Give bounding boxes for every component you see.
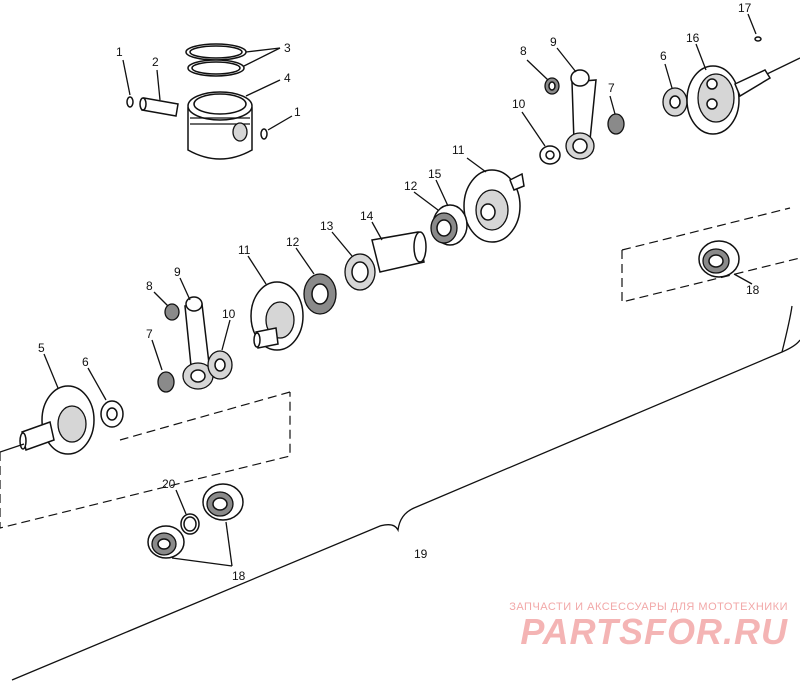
main-bearing-right [698, 240, 740, 278]
main-bearings-left [147, 483, 244, 559]
callout-1-pin-clip-left: 1 [116, 45, 123, 59]
piston-crown-top [193, 93, 247, 115]
dash-guide-right [621, 250, 800, 303]
callout-6-left: 6 [82, 355, 89, 369]
callout-7-right: 7 [608, 81, 615, 95]
callout-17: 17 [738, 1, 752, 15]
crank-end-left [0, 385, 124, 455]
callout-3-piston-rings: 3 [284, 41, 291, 55]
callout-18-right: 18 [746, 283, 760, 297]
rod-small-end-right [570, 69, 590, 87]
woodruff-key [754, 36, 762, 42]
piston-pin-boss [232, 122, 248, 142]
callout-13: 13 [320, 219, 334, 233]
connecting-rod-right [571, 79, 597, 143]
callout-19: 19 [414, 547, 428, 561]
callout-7-left: 7 [146, 327, 153, 341]
callout-4-piston: 4 [284, 71, 291, 85]
callout-12-upper: 12 [404, 179, 418, 193]
rod-group-left [157, 296, 233, 393]
crank-half-center [430, 169, 525, 246]
shaft-tube [371, 231, 425, 273]
leader-lines [43, 13, 757, 567]
callout-labels: 1 2 3 4 1 8 9 7 10 6 16 17 11 12 15 14 1… [38, 1, 760, 583]
needle-bearing-small-left [164, 303, 180, 321]
shaft-tube-group [344, 231, 427, 291]
piston-ring-lower-inner [191, 61, 241, 75]
crank-stub-left [21, 421, 55, 451]
callout-5: 5 [38, 341, 45, 355]
crank-stub-right [734, 69, 772, 98]
piston-group [126, 43, 268, 160]
callout-20: 20 [162, 477, 176, 491]
circlip-left [126, 96, 134, 108]
needle-bearing-big-right [607, 113, 625, 135]
callout-9-left: 9 [174, 265, 181, 279]
callout-15: 15 [428, 167, 442, 181]
callout-11-upper: 11 [452, 143, 465, 157]
piston-pin [141, 97, 179, 117]
callout-18-left: 18 [232, 569, 246, 583]
callout-14: 14 [360, 209, 374, 223]
callout-6-right: 6 [660, 49, 667, 63]
assembly-brace [11, 339, 800, 681]
callout-10-right: 10 [512, 97, 526, 111]
piston-body [187, 107, 253, 160]
callout-2-piston-pin: 2 [152, 55, 159, 69]
callout-1-pin-clip-right: 1 [294, 105, 301, 119]
callout-10-left: 10 [222, 307, 236, 321]
dash-guide-left [0, 392, 291, 529]
callout-11-lower: 11 [238, 243, 251, 257]
callout-12-lower: 12 [286, 235, 300, 249]
rod-small-end-left [185, 296, 203, 312]
circlip-right [260, 128, 268, 140]
callout-8-left: 8 [146, 279, 153, 293]
crank-half-right [662, 36, 800, 135]
callout-8-right: 8 [520, 44, 527, 58]
callout-16: 16 [686, 31, 700, 45]
crank-pin-center [509, 172, 525, 191]
callout-9-right: 9 [550, 35, 557, 49]
piston-pin-end [139, 97, 147, 111]
needle-bearing-big-left [157, 371, 175, 393]
crank-half-left-group [250, 273, 337, 351]
rod-group-right [539, 69, 625, 165]
piston-ring-upper-inner [189, 45, 243, 59]
crank-shaft-end [766, 57, 800, 75]
